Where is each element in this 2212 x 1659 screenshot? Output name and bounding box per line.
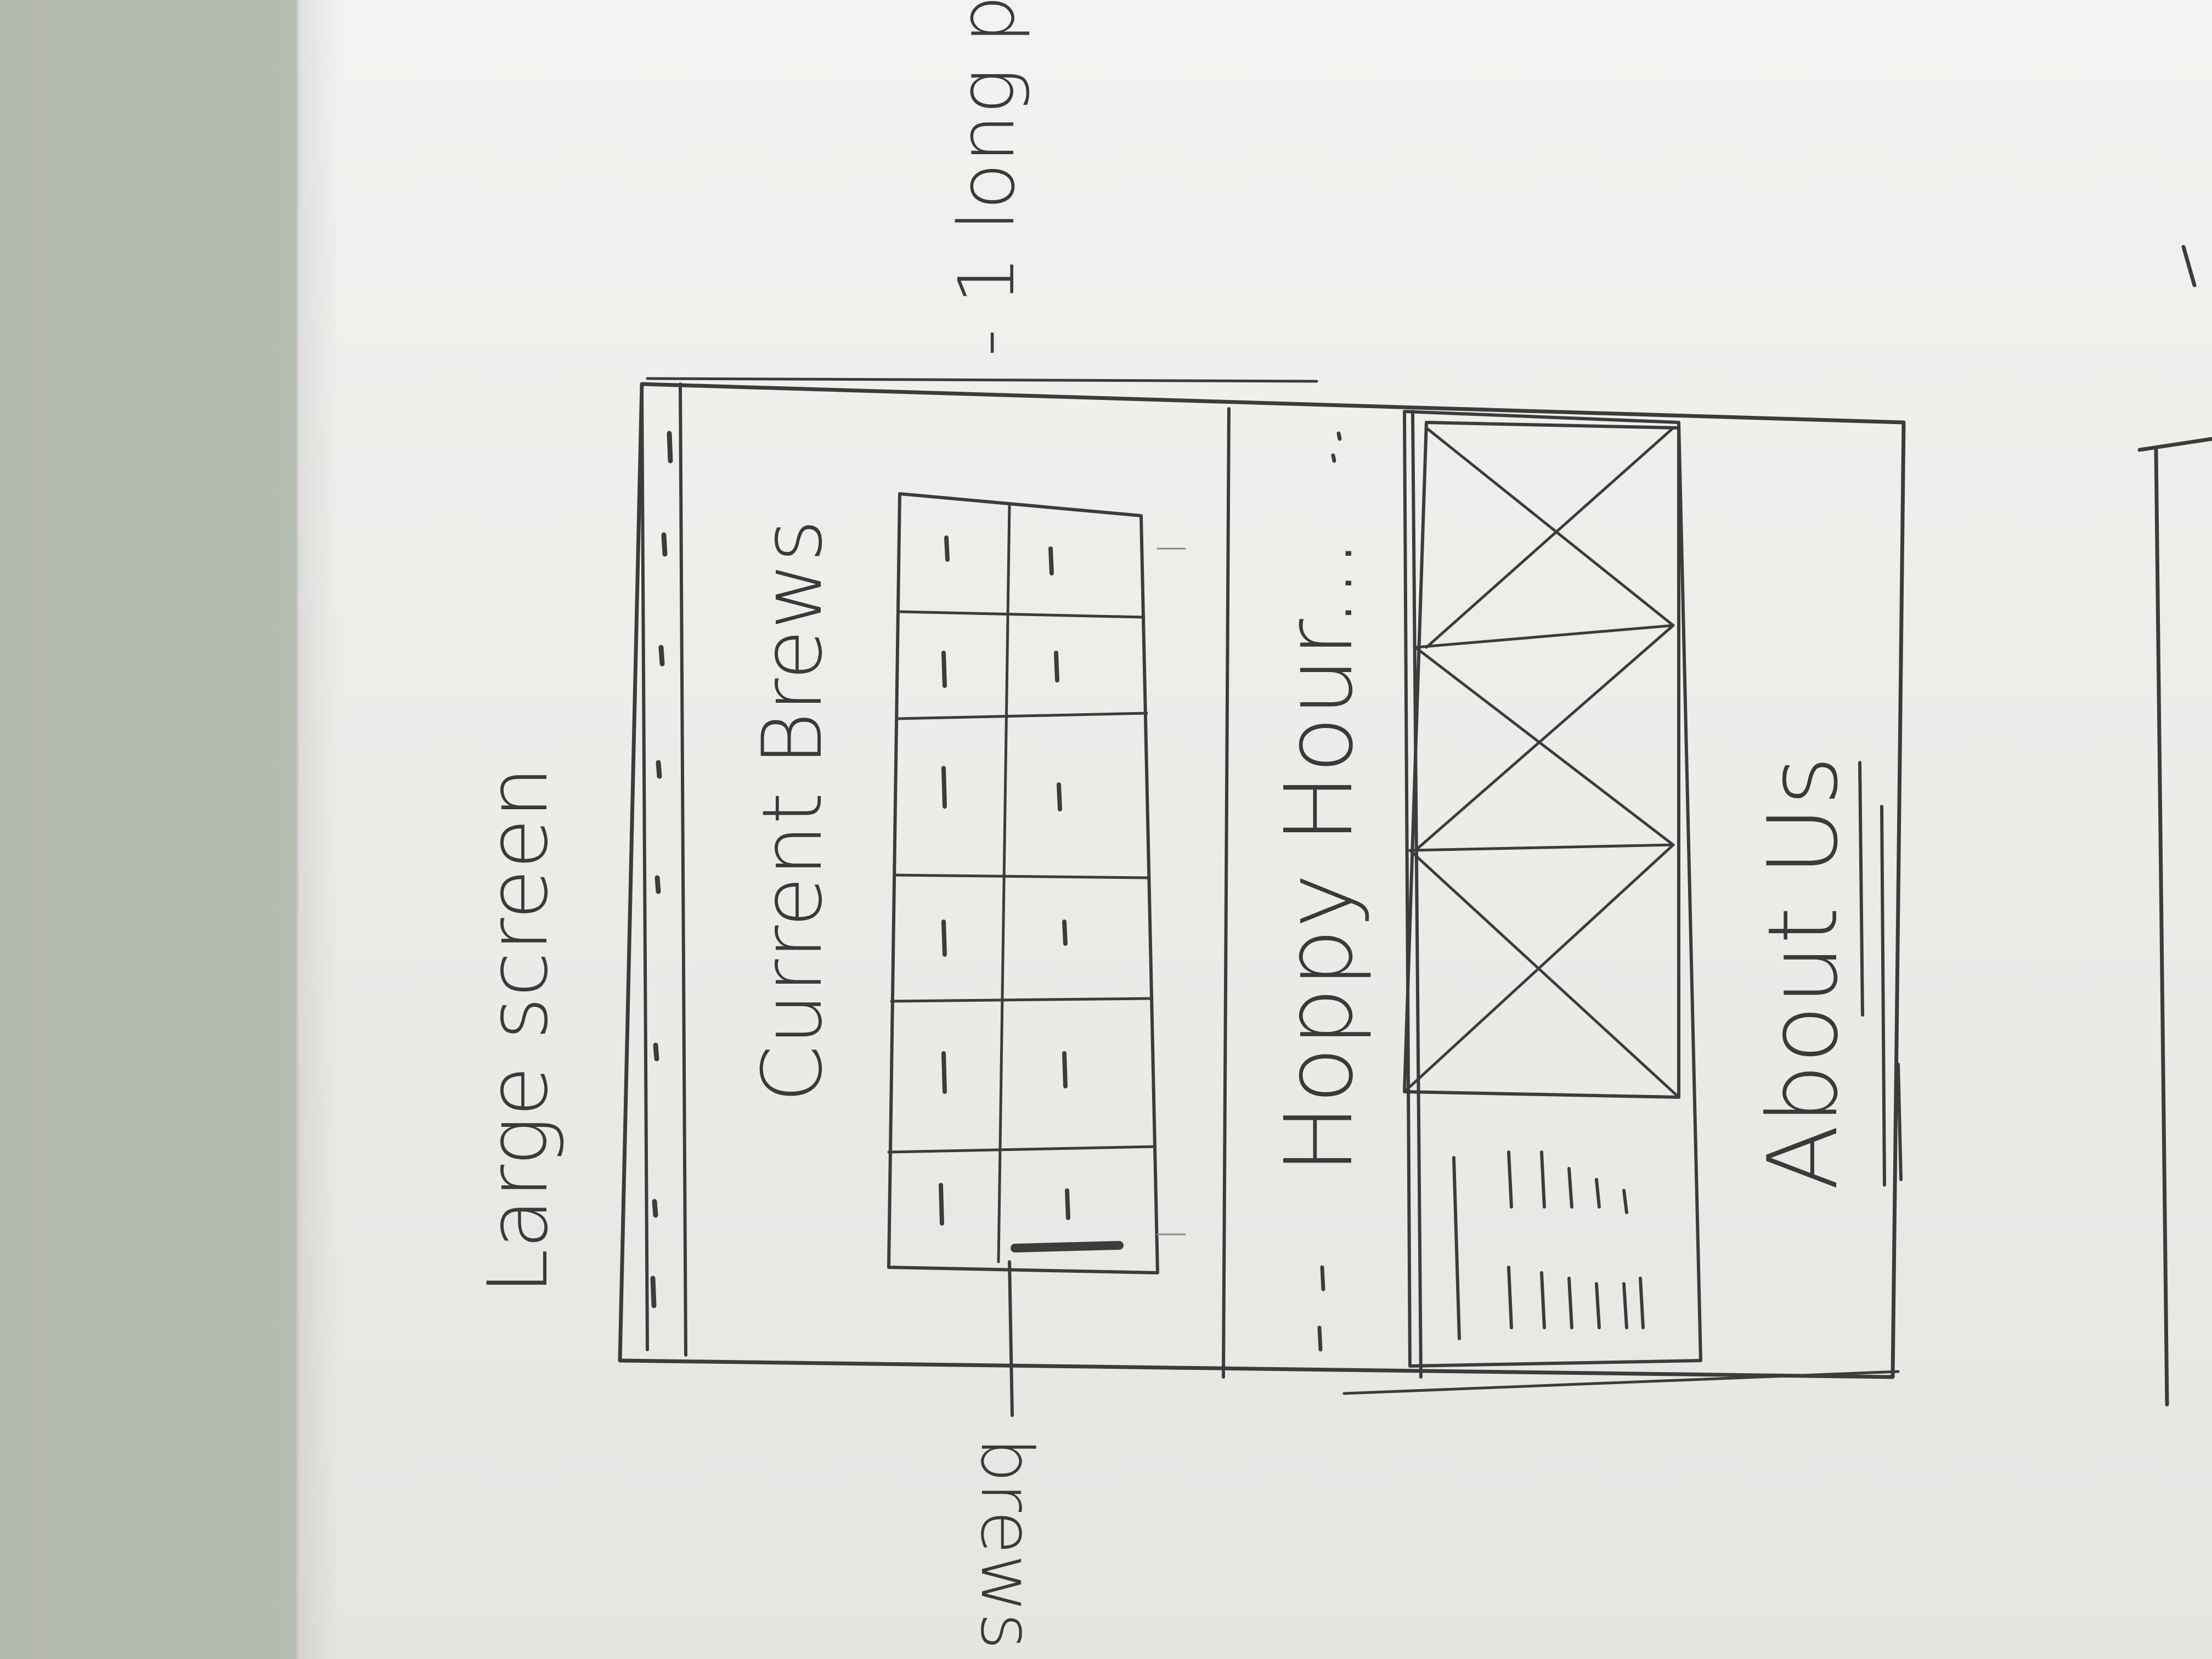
sketch-paper bbox=[296, 0, 2212, 1659]
sketch-title: Large screen bbox=[471, 766, 566, 1295]
page-frame bbox=[618, 377, 1906, 1379]
image-placeholders bbox=[1403, 410, 1702, 1368]
next-sketch-edge bbox=[2137, 245, 2212, 1407]
about-us-lines bbox=[1858, 761, 1903, 1187]
brews-callout-label: brews bbox=[965, 1437, 1048, 1650]
section-hoppy-hour: Hoppy Hour... bbox=[1265, 538, 1374, 1174]
section-about-us: About Us bbox=[1748, 755, 1859, 1190]
hoppy-hour-markers bbox=[1317, 431, 1342, 1352]
section-current-brews: Current Brews bbox=[745, 519, 840, 1103]
section-dividers bbox=[1222, 407, 1900, 1395]
page-note: - 1 long page bbox=[943, 0, 1032, 357]
text-blocks bbox=[1452, 1150, 1645, 1340]
paper-fold-shadow bbox=[296, 0, 340, 1659]
erased-marks bbox=[1156, 548, 1186, 1235]
nav-bar bbox=[640, 382, 687, 1357]
brew-cells bbox=[939, 535, 1070, 1226]
brews-grid bbox=[887, 492, 1159, 1417]
nav-items bbox=[650, 431, 673, 1308]
